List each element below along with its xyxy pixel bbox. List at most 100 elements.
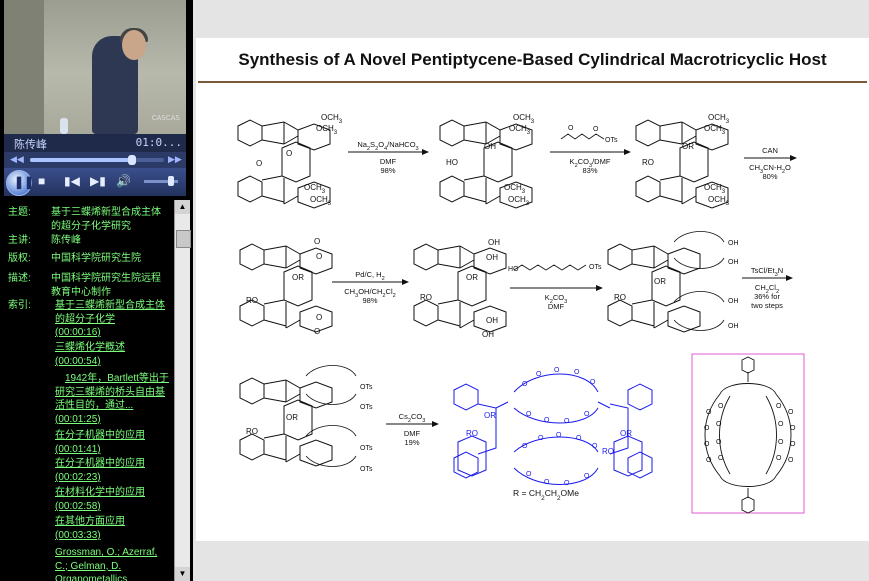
hydroxy-label: OH: [488, 238, 500, 247]
index-link[interactable]: 在其他方面应用: [55, 516, 125, 527]
oxygen-label: O: [706, 457, 712, 464]
r-group-definition: R = CH2CH2OMe: [513, 488, 579, 502]
alkoxy-label: RO: [246, 296, 258, 305]
oxygen-label: O: [286, 149, 292, 158]
reagent-label: Na2S2O4/NaHCO3: [357, 140, 418, 152]
pause-button[interactable]: ❚❚: [6, 170, 34, 196]
index-link[interactable]: (00:01:41): [55, 444, 101, 455]
volume-handle[interactable]: [168, 176, 175, 186]
oxygen-label: O: [526, 411, 532, 418]
oxygen-label: O: [316, 313, 322, 322]
index-link[interactable]: 在分子机器中的应用: [55, 430, 145, 441]
condition-label: two steps: [751, 301, 783, 310]
tetraol-crown-compound: [607, 243, 701, 333]
info-key: 主讲:: [8, 235, 31, 246]
reagent-label: Pd/C, H2: [355, 270, 384, 282]
volume-slider[interactable]: [144, 180, 178, 183]
tosylate-label: OTs: [605, 137, 618, 144]
ditosylate-compound: [239, 377, 333, 467]
oxygen-label: O: [716, 421, 722, 428]
oxygen-label: O: [590, 379, 596, 386]
seek-back-icon[interactable]: ◀◀: [10, 154, 24, 164]
alkoxy-label: RO: [602, 447, 614, 456]
player-pane: CASCAS 陈传峰 01:0... ◀◀ ▶▶ ❚❚ ■ ▮◀ ▶▮ 🔊 主题…: [0, 0, 193, 581]
product-bond: [513, 373, 599, 393]
cylindrical-host-model: [704, 356, 792, 514]
oxygen-label: O: [778, 421, 784, 428]
tosylate-label: OTs: [589, 264, 602, 271]
product-bond: [627, 451, 653, 479]
oxygen-label: O: [314, 327, 320, 336]
product-bond: [627, 383, 653, 411]
scroll-thumb[interactable]: [176, 230, 191, 248]
condition-label: DMF: [548, 302, 565, 311]
index-link[interactable]: Grossman, O.; Azerraf, C.; Gelman, D. Or…: [55, 547, 158, 581]
alkoxy-label: RO: [466, 429, 478, 438]
info-value: 中国科学院研究生院: [51, 253, 141, 264]
oxygen-label: O: [718, 403, 724, 410]
seek-forward-icon[interactable]: ▶▶: [168, 154, 182, 164]
index-link[interactable]: (00:02:58): [55, 501, 101, 512]
alkoxy-label: RO: [420, 293, 432, 302]
alkoxy-label: OR: [466, 273, 478, 282]
condition-label: CH2Cl2: [755, 283, 779, 295]
index-link[interactable]: 在分子机器中的应用: [55, 458, 145, 469]
info-scrollbar[interactable]: ▲ ▼: [174, 200, 191, 581]
seek-handle[interactable]: [127, 155, 136, 165]
oxygen-label: O: [718, 455, 724, 462]
product-bond: [453, 383, 479, 411]
methoxy-label: OCH3: [708, 195, 730, 207]
product-bond: [457, 435, 487, 477]
hydroxy-label: OH: [728, 298, 739, 305]
previous-icon[interactable]: ▮◀: [64, 174, 80, 188]
product-bond: [477, 401, 509, 455]
methoxy-label: OCH3: [513, 113, 535, 125]
index-link[interactable]: (00:03:33): [55, 530, 101, 541]
index-link[interactable]: (00:00:16): [55, 327, 101, 338]
stop-icon[interactable]: ■: [38, 174, 46, 188]
hydroxy-label: OH: [482, 330, 494, 339]
info-key: 主题:: [8, 207, 31, 218]
model-left-crown-inner: [719, 395, 731, 475]
condition-label: CH3OH/CH2Cl2: [344, 287, 396, 299]
hydroxy-label: HO: [446, 158, 458, 167]
reaction-scheme: OCH3OCH3OCH3OCH3OONa2S2O4/NaHCO3DMF98%OC…: [237, 113, 805, 514]
alkoxy-label: OR: [484, 411, 496, 420]
oxygen-label: O: [314, 237, 320, 246]
speaker-icon[interactable]: 🔊: [116, 174, 131, 188]
index-link[interactable]: (00:00:54): [55, 356, 101, 367]
alkoxy-label: RO: [614, 293, 626, 302]
oxygen-label: O: [776, 403, 782, 410]
oxygen-label: O: [776, 455, 782, 462]
index-link[interactable]: 1942年，Bartlett等出于研究三蝶烯的桥头自由基活性目的，通过...(0…: [55, 373, 169, 425]
hydroxy-label: OH: [728, 240, 739, 247]
alkoxy-label: OR: [654, 277, 666, 286]
tosylate-label: OTs: [360, 445, 373, 452]
oxygen-label: O: [584, 473, 590, 480]
hydroxy-label: HO: [508, 266, 519, 273]
seek-bar[interactable]: ◀◀ ▶▶: [4, 152, 186, 168]
index-link[interactable]: 在材料化学中的应用: [55, 487, 145, 498]
alkoxy-label: OR: [682, 142, 694, 151]
scroll-down-icon[interactable]: ▼: [175, 567, 190, 581]
info-key: 描述:: [8, 273, 31, 284]
oxygen-label: O: [256, 159, 262, 168]
scroll-up-icon[interactable]: ▲: [175, 200, 190, 214]
condition-label: 98%: [362, 296, 377, 305]
oxygen-label: O: [538, 435, 544, 442]
hydroxy-label: OH: [728, 259, 739, 266]
info-key: 版权:: [8, 253, 31, 264]
index-link[interactable]: (00:02:23): [55, 472, 101, 483]
index-link[interactable]: 三蝶烯化学概述: [55, 342, 125, 353]
index-link[interactable]: 基于三蝶烯新型合成主体的超分子化学: [55, 300, 165, 325]
oxygen-label: O: [704, 441, 710, 448]
slide-title: Synthesis of A Novel Pentiptycene-Based …: [238, 50, 827, 69]
oxygen-label: O: [544, 417, 550, 424]
condition-label: DMF: [404, 429, 421, 438]
oxygen-label: O: [522, 443, 528, 450]
video-frame[interactable]: CASCAS: [4, 0, 186, 134]
model-right-crown-inner: [765, 395, 777, 475]
next-icon[interactable]: ▶▮: [90, 174, 106, 188]
slide: Synthesis of A Novel Pentiptycene-Based …: [196, 38, 869, 541]
reagent-chain: [513, 264, 587, 271]
